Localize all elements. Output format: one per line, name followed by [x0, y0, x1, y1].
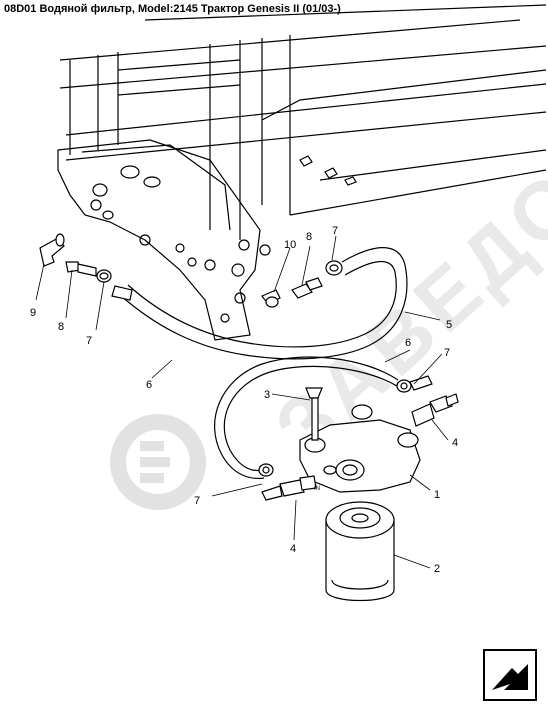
hose-5	[119, 247, 408, 360]
callout-10: 10	[284, 239, 296, 251]
page-title: 08D01 Водяной фильтр, Model:2145 Трактор…	[4, 3, 341, 15]
tractor-frame	[57, 4, 547, 341]
callout-4a: 4	[452, 437, 458, 449]
callout-6a: 6	[405, 337, 411, 349]
hose-6	[214, 356, 401, 480]
callout-6b: 6	[146, 379, 152, 391]
watermark-logo-icon	[110, 414, 206, 510]
callout-7c: 7	[444, 347, 450, 359]
middle-fittings	[261, 260, 343, 308]
leader-lines	[35, 235, 449, 569]
right-fittings	[396, 375, 459, 427]
lower-fittings	[258, 463, 317, 501]
filter-cartridge	[325, 501, 395, 602]
callout-4b: 4	[290, 543, 296, 555]
callout-2: 2	[434, 563, 440, 575]
callout-8a: 8	[306, 231, 312, 243]
callout-9: 9	[30, 307, 36, 319]
next-page-arrow-icon[interactable]	[483, 649, 537, 701]
callout-7a: 7	[332, 225, 338, 237]
callout-3: 3	[264, 389, 270, 401]
callout-1: 1	[434, 489, 440, 501]
callout-7d: 7	[194, 495, 200, 507]
callout-5: 5	[446, 319, 452, 331]
inlet-mark: IN	[314, 486, 320, 492]
filter-head	[299, 387, 421, 493]
callout-8b: 8	[58, 321, 64, 333]
callout-7b: 7	[86, 335, 92, 347]
left-fittings	[39, 233, 133, 301]
